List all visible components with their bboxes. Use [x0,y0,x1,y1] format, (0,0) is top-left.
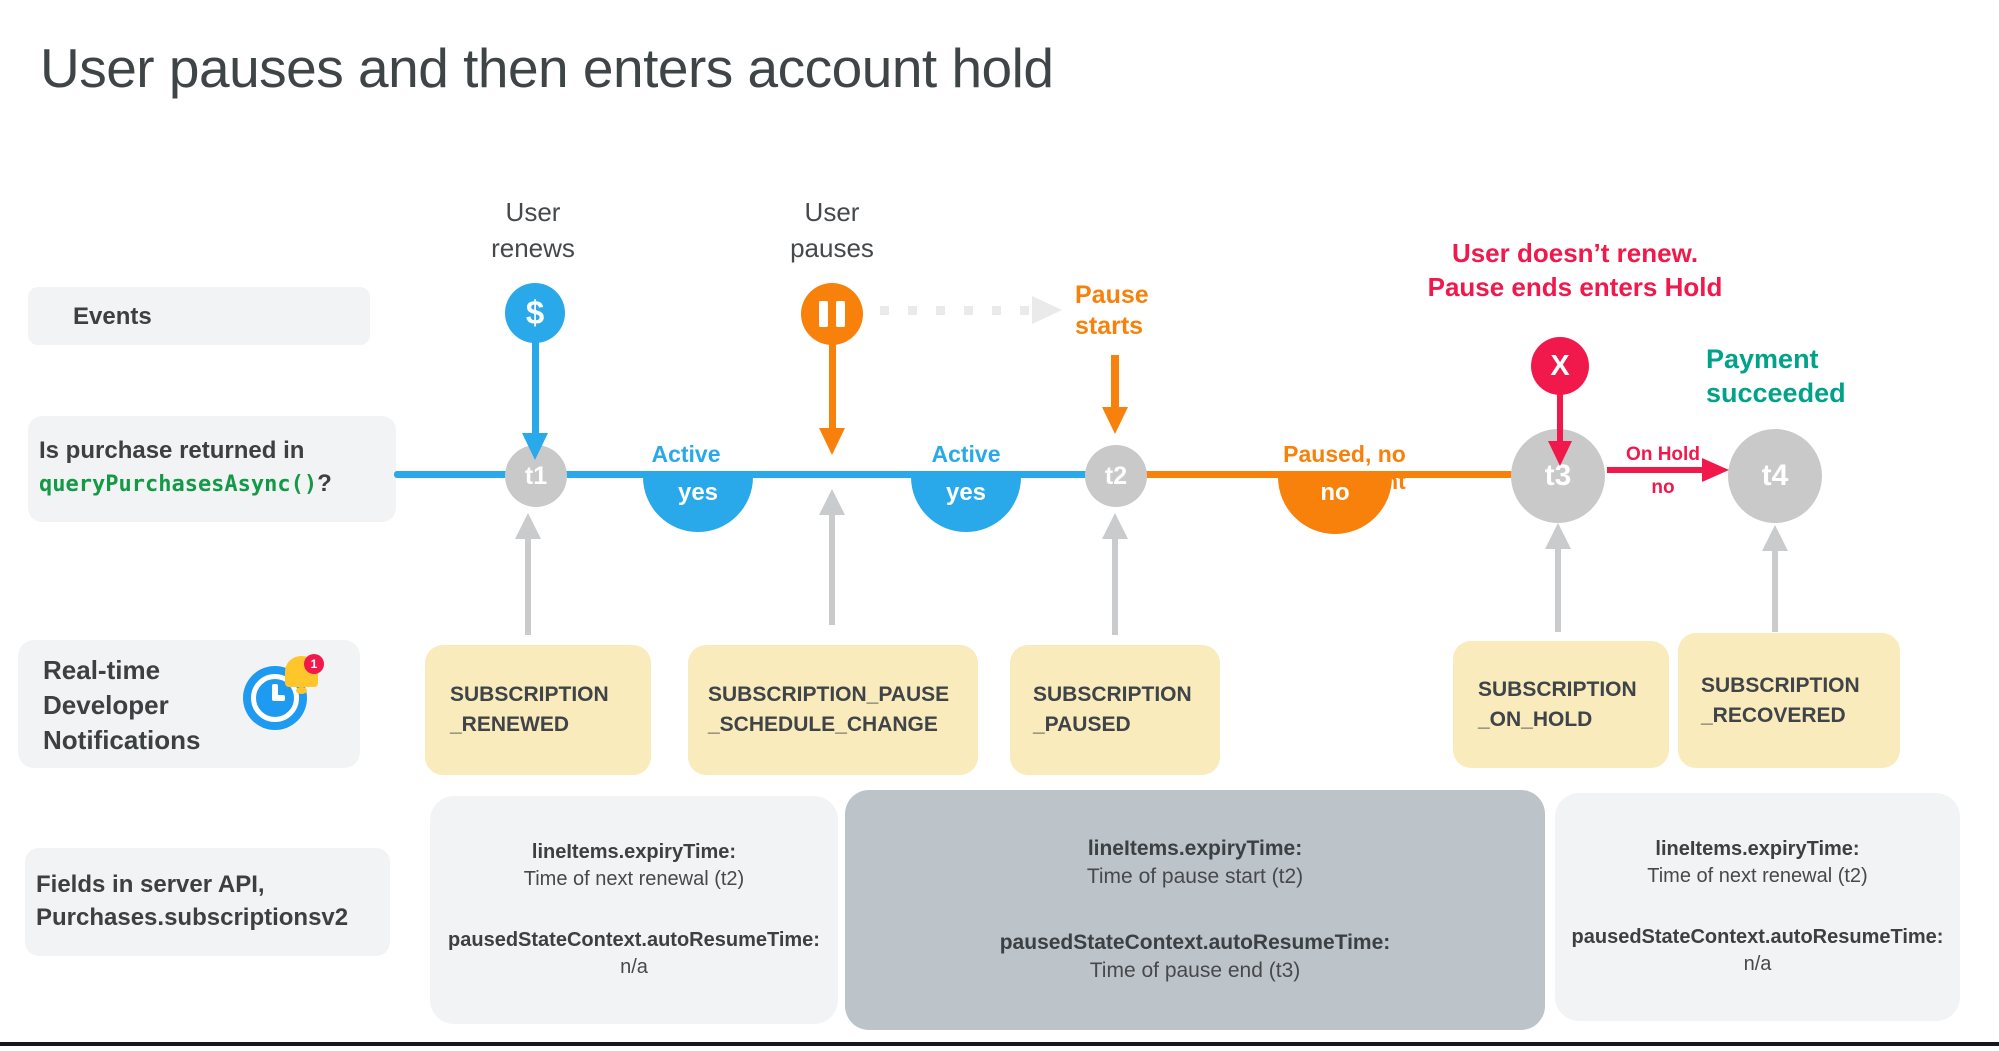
pause-arrowhead-icon [819,428,845,455]
pause-dotted-arrowhead-icon [1032,296,1062,324]
field-group: lineItems.expiryTime: Time of next renew… [438,841,830,891]
timeline-node-t2: t2 [1085,445,1147,507]
up-arrow-t3 [1555,547,1561,632]
up-arrowhead-pause-icon [819,489,845,515]
up-arrowhead-t4-icon [1762,525,1788,551]
rtdn-box-paused-label: SUBSCRIPTION _PAUSED [1033,683,1192,736]
user-pauses-label: User pauses [790,197,874,263]
events-row-label-box: Events [28,287,370,345]
on-hold-arrowhead-icon [1702,458,1729,482]
rtdn-row-label: Real-time Developer Notifications [43,655,201,755]
rtdn-notification-icon: 1 [243,654,324,732]
pause-starts-arrowhead-icon [1102,407,1128,434]
pause-down-arrow [829,343,836,430]
field-value: Time of next renewal (t2) [1647,865,1868,887]
up-arrow-t4 [1772,549,1778,632]
up-arrow-pause [829,513,835,625]
hold-down-arrow [1557,393,1563,443]
on-hold-label: On Hold [1626,444,1700,465]
field-group: lineItems.expiryTime: Time of pause star… [853,837,1537,889]
dollar-icon: $ [505,283,565,343]
active-label-1: Active [651,441,721,467]
up-arrowhead-t3-icon [1545,523,1571,549]
up-arrow-t2 [1112,537,1118,635]
bottom-divider [0,1042,1999,1046]
payment-succeeded-label: Payment succeeded [1706,344,1846,408]
page-title: User pauses and then enters account hold [40,37,1054,99]
on-hold-arrow [1607,467,1703,473]
up-arrowhead-t1-icon [515,513,541,539]
purchase-question-suffix: ? [317,470,332,497]
active-yes-1: yes [643,477,753,532]
rtdn-box-recovered-label: SUBSCRIPTION _RECOVERED [1701,673,1860,727]
field-name: pausedStateContext.autoResumeTime: [1571,926,1944,948]
field-group: pausedStateContext.autoResumeTime: n/a [438,929,830,979]
paused-no: no [1278,477,1392,534]
notification-badge: 1 [304,654,324,674]
rtdn-box-renewed: SUBSCRIPTION _RENEWED [425,645,651,775]
field-name: lineItems.expiryTime: [1655,838,1860,860]
on-hold-value: no [1651,477,1675,498]
field-group: pausedStateContext.autoResumeTime: n/a [1563,926,1952,976]
field-group: pausedStateContext.autoResumeTime: Time … [853,931,1537,983]
field-name: pausedStateContext.autoResumeTime: [999,931,1391,954]
rtdn-box-on-hold-label: SUBSCRIPTION _ON_HOLD [1478,677,1637,731]
field-name: pausedStateContext.autoResumeTime: [448,929,820,951]
rtdn-box-renewed-label: SUBSCRIPTION _RENEWED [450,683,609,736]
rtdn-box-recovered: SUBSCRIPTION _RECOVERED [1678,633,1900,768]
fields-row-label-box: Fields in server API, Purchases.subscrip… [25,848,390,956]
purchase-question-code: queryPurchasesAsync() [39,472,318,497]
pause-icon [801,283,863,345]
rtdn-row-label-box: Real-time Developer Notifications 1 [18,640,360,768]
fields-card-renewed: lineItems.expiryTime: Time of next renew… [430,796,838,1024]
purchase-question-line2: queryPurchasesAsync()? [39,467,396,501]
field-name: lineItems.expiryTime: [531,841,737,863]
no-renew-label: User doesn’t renew. Pause ends enters Ho… [1427,238,1723,302]
renew-arrowhead-icon [522,433,548,460]
timeline-paused-segment [1116,471,1558,478]
events-row-label: Events [73,303,152,330]
pause-starts-down-arrow [1111,355,1119,409]
pause-dotted-line [880,306,1030,315]
field-value: Time of pause start (t2) [1086,865,1304,888]
hold-arrowhead-icon [1548,441,1572,466]
field-value: Time of pause end (t3) [1089,959,1301,982]
field-value: Time of next renewal (t2) [523,868,745,890]
fields-card-paused: lineItems.expiryTime: Time of pause star… [845,790,1545,1030]
field-group: lineItems.expiryTime: Time of next renew… [1563,838,1952,888]
purchase-question-box: Is purchase returned in queryPurchasesAs… [28,416,396,522]
rtdn-box-paused: SUBSCRIPTION _PAUSED [1010,645,1220,775]
active-label-2: Active [931,441,1001,467]
fields-card-recovered: lineItems.expiryTime: Time of next renew… [1555,793,1960,1021]
x-icon: X [1531,337,1589,395]
field-name: lineItems.expiryTime: [1087,837,1303,860]
rtdn-box-on-hold: SUBSCRIPTION _ON_HOLD [1453,641,1669,768]
timeline-active-segment [394,471,1116,478]
timeline-node-t4: t4 [1728,429,1822,523]
renew-down-arrow [532,340,539,435]
user-renews-label: User renews [491,197,575,263]
up-arrowhead-t2-icon [1102,513,1128,539]
rtdn-box-pause-schedule-change: SUBSCRIPTION_PAUSE _SCHEDULE_CHANGE [688,645,978,775]
fields-row-label: Fields in server API, Purchases.subscrip… [36,871,349,931]
up-arrow-t1 [525,537,531,635]
purchase-question-line1: Is purchase returned in [39,437,305,464]
rtdn-box-pause-schedule-change-label: SUBSCRIPTION_PAUSE _SCHEDULE_CHANGE [708,683,950,736]
active-yes-2: yes [911,477,1021,532]
field-value: n/a [1743,953,1772,975]
field-value: n/a [620,956,648,978]
pause-starts-label: Pause starts [1075,281,1149,340]
